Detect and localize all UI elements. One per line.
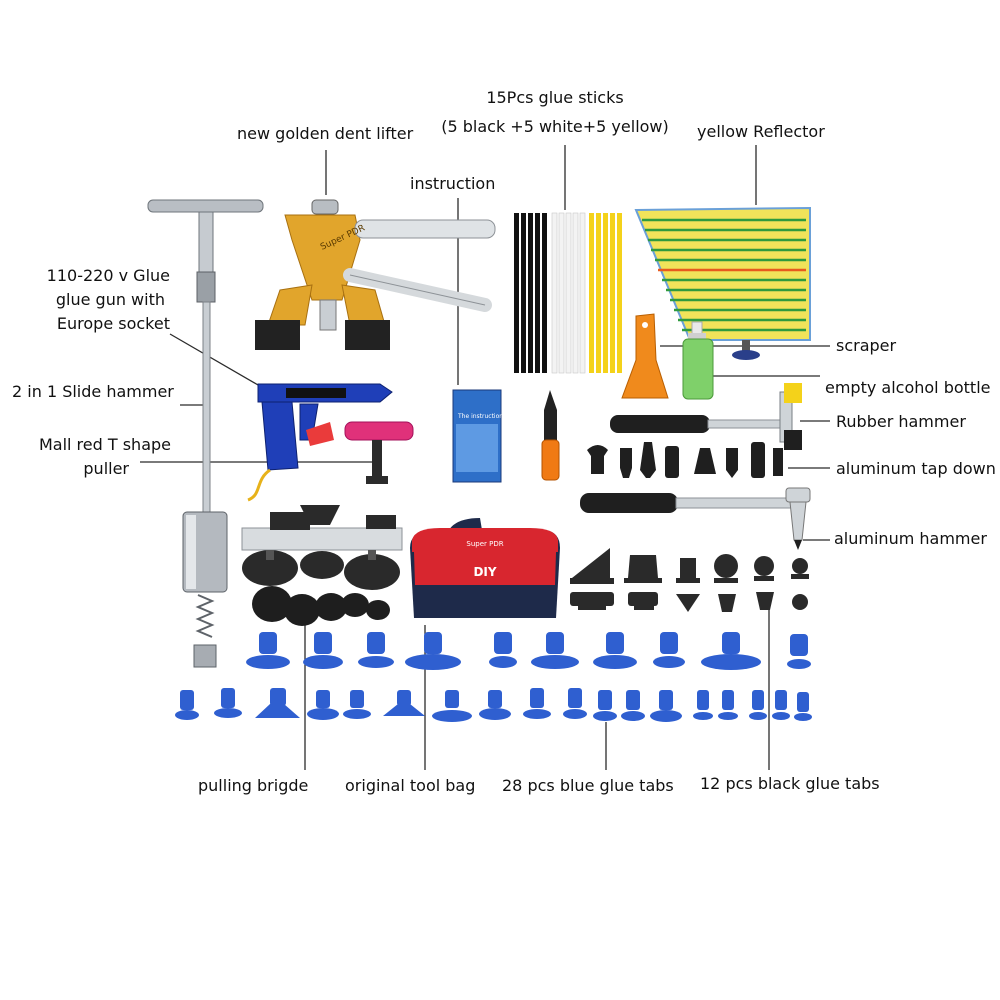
label-glue-gun-line3: Europe socket bbox=[56, 314, 170, 333]
label-glue-sticks-line2: (5 black +5 white+5 yellow) bbox=[441, 117, 669, 136]
golden-dent-lifter: Super PDR bbox=[255, 199, 496, 350]
label-t-puller-line2: puller bbox=[83, 459, 129, 478]
label-slide-hammer: 2 in 1 Slide hammer bbox=[12, 382, 174, 401]
label-glue-sticks-line1: 15Pcs glue sticks bbox=[486, 88, 624, 107]
leader-lines bbox=[140, 145, 830, 770]
label-alcohol-bottle: empty alcohol bottle bbox=[825, 378, 991, 397]
pulling-bridge bbox=[241, 505, 403, 590]
label-golden-dent-lifter: new golden dent lifter bbox=[237, 124, 414, 143]
glue-sticks bbox=[514, 212, 622, 374]
yellow-reflector bbox=[634, 206, 811, 360]
bag-brand: Super PDR bbox=[466, 540, 503, 548]
label-tap-down: aluminum tap down bbox=[836, 459, 996, 478]
blue-glue-tabs bbox=[175, 632, 812, 722]
bridge-cups bbox=[252, 586, 390, 626]
glue-gun bbox=[247, 383, 393, 502]
label-glue-gun-line2: glue gun with bbox=[55, 290, 165, 309]
label-yellow-reflector: yellow Reflector bbox=[697, 122, 825, 141]
label-blue-tabs: 28 pcs blue glue tabs bbox=[502, 776, 674, 795]
manual-title: The instructions bbox=[457, 413, 506, 420]
black-glue-tabs bbox=[570, 548, 809, 612]
t-shape-puller bbox=[344, 421, 414, 484]
label-t-puller-line1: Mall red T shape bbox=[38, 435, 171, 454]
label-scraper: scraper bbox=[836, 336, 897, 355]
scraper bbox=[621, 313, 669, 399]
alcohol-bottle bbox=[682, 321, 714, 400]
label-pulling-bridge: pulling brigde bbox=[198, 776, 309, 795]
slide-hammer bbox=[147, 199, 264, 668]
tool-bag: DIY Super PDR bbox=[410, 518, 560, 618]
aluminum-hammer bbox=[580, 487, 811, 550]
label-glue-gun-line1: 110-220 v Glue bbox=[46, 266, 170, 285]
label-aluminum-hammer: aluminum hammer bbox=[834, 529, 987, 548]
label-tool-bag: original tool bag bbox=[345, 776, 476, 795]
bag-title: DIY bbox=[473, 565, 496, 579]
tap-down-tools bbox=[541, 390, 783, 481]
rubber-hammer bbox=[610, 383, 802, 450]
label-rubber-hammer: Rubber hammer bbox=[836, 412, 966, 431]
instruction-manual: The instructions bbox=[452, 389, 506, 483]
label-instruction: instruction bbox=[410, 174, 496, 193]
label-black-tabs: 12 pcs black glue tabs bbox=[700, 774, 880, 793]
